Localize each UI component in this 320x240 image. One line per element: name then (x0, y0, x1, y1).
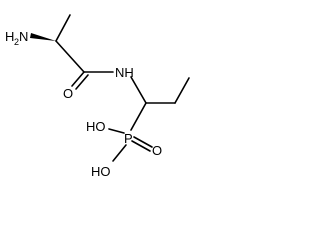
bond-carbonyl-o-1 (71, 71, 85, 87)
bond-ch2-ch3 (174, 77, 190, 104)
bond-p-o-2 (131, 140, 151, 152)
atom-amide-nh: NH (115, 65, 134, 80)
bond-carbonyl-o-2 (75, 74, 89, 90)
bond-p-oh1 (108, 128, 125, 134)
atom-amine-n: N (19, 29, 28, 44)
bond-p-oh2 (112, 144, 127, 162)
atom-phosphorus: P (124, 131, 133, 146)
bond-nh-ch (130, 76, 147, 104)
atom-hydroxyl-2: HO (91, 164, 111, 179)
bond-ca-methyl (55, 14, 71, 42)
bond-p-o-1 (133, 136, 153, 148)
atom-hydroxyl-1: HO (86, 119, 106, 134)
atom-amine-h: H (5, 29, 14, 44)
structure-diagram: H 2 N NH O P O HO HO (0, 0, 206, 185)
atom-carbonyl-o: O (63, 86, 73, 101)
wedge-bond (30, 33, 56, 41)
bond-ca-carbonyl (55, 40, 85, 73)
molecule-svg: H 2 N NH O P O HO HO (5, 14, 190, 179)
atom-amine-subscript: 2 (14, 37, 19, 47)
atom-phosphonyl-o: O (152, 143, 162, 158)
bond-ch-p (130, 102, 147, 131)
